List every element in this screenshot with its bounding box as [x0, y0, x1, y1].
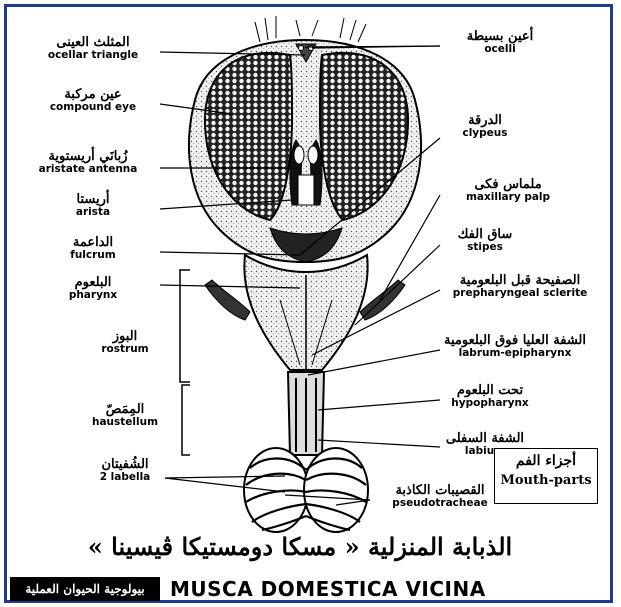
- label-fulcrum-en: fulcrum: [28, 250, 158, 261]
- label-hypopharynx-en: hypopharynx: [440, 398, 540, 409]
- book-section-tab: بيولوجية الحيوان العملية: [10, 577, 160, 601]
- label-compound-eye-en: compound eye: [28, 102, 158, 113]
- label-arista: أريستا arista: [28, 193, 158, 218]
- label-prepharyngeal-sclerite: الصفيحة قبل البلعومية prepharyngeal scle…: [440, 274, 600, 299]
- label-ocellar-triangle: المثلث العينى ocellar triangle: [28, 36, 158, 61]
- label-hypopharynx: تحت البلعوم hypopharynx: [440, 384, 540, 409]
- label-rostrum-en: rostrum: [70, 344, 180, 355]
- label-maxillary-palp: ملماس فكى maxillary palp: [448, 178, 568, 203]
- label-aristate-antenna-ar: زُبانَي أريستوية: [18, 150, 158, 164]
- label-stipes: ساق الفك stipes: [440, 228, 530, 253]
- label-labrum-epipharynx-en: labrum-epipharynx: [440, 348, 590, 359]
- caption-arabic: الذبابة المنزلية « مسكا دومستيكا ڤيسينا …: [40, 532, 560, 561]
- label-ocelli-en: ocelli: [440, 44, 560, 55]
- label-pseudotracheae-en: pseudotracheae: [380, 498, 500, 509]
- label-hypopharynx-ar: تحت البلعوم: [440, 384, 540, 398]
- caption-english: MUSCA DOMESTICA VICINA: [170, 577, 486, 601]
- label-fulcrum-ar: الداعمة: [28, 236, 158, 250]
- label-prepharyngeal-sclerite-en: prepharyngeal sclerite: [440, 288, 600, 299]
- label-clypeus-ar: الدرقة: [440, 114, 530, 128]
- label-labella-en: 2 labella: [80, 472, 170, 483]
- mouthparts-box-ar: أجزاء الفم: [495, 453, 597, 469]
- label-haustellum-ar: المِمَصّ: [70, 403, 180, 417]
- label-compound-eye: عين مركبة compound eye: [28, 88, 158, 113]
- mouthparts-box: أجزاء الفم Mouth-parts: [494, 448, 598, 504]
- label-fulcrum: الداعمة fulcrum: [28, 236, 158, 261]
- label-prepharyngeal-sclerite-ar: الصفيحة قبل البلعومية: [440, 274, 600, 288]
- labella-shape: [244, 448, 368, 532]
- label-clypeus: الدرقة clypeus: [440, 114, 530, 139]
- label-rostrum: البوز rostrum: [70, 330, 180, 355]
- label-pharynx: البلعوم pharynx: [28, 276, 158, 301]
- label-pseudotracheae-ar: القصيبات الكاذبة: [380, 484, 500, 498]
- label-compound-eye-ar: عين مركبة: [28, 88, 158, 102]
- label-labella: الشُفيتان 2 labella: [80, 458, 170, 483]
- label-haustellum: المِمَصّ haustellum: [70, 403, 180, 428]
- label-maxillary-palp-ar: ملماس فكى: [448, 178, 568, 192]
- head-bristles: [255, 16, 366, 42]
- label-clypeus-en: clypeus: [440, 128, 530, 139]
- label-labrum-epipharynx: الشفة العليا فوق البلعومية labrum-epipha…: [440, 334, 590, 359]
- label-aristate-antenna: زُبانَي أريستوية aristate antenna: [18, 150, 158, 175]
- label-labium-ar: الشفة السفلى: [440, 432, 530, 446]
- label-haustellum-en: haustellum: [70, 417, 180, 428]
- label-labella-ar: الشُفيتان: [80, 458, 170, 472]
- label-maxillary-palp-en: maxillary palp: [448, 192, 568, 203]
- label-ocelli-ar: أعين بسيطة: [440, 30, 560, 44]
- label-arista-en: arista: [28, 207, 158, 218]
- label-rostrum-ar: البوز: [70, 330, 180, 344]
- label-stipes-ar: ساق الفك: [440, 228, 530, 242]
- rostrum-haustellum-brackets: [180, 270, 190, 455]
- label-arista-ar: أريستا: [28, 193, 158, 207]
- label-ocellar-triangle-en: ocellar triangle: [28, 50, 158, 61]
- mouthparts-box-en: Mouth-parts: [495, 473, 597, 488]
- label-pharynx-ar: البلعوم: [28, 276, 158, 290]
- label-aristate-antenna-en: aristate antenna: [18, 164, 158, 175]
- label-labrum-epipharynx-ar: الشفة العليا فوق البلعومية: [440, 334, 590, 348]
- label-ocellar-triangle-ar: المثلث العينى: [28, 36, 158, 50]
- label-ocelli: أعين بسيطة ocelli: [440, 30, 560, 55]
- label-pharynx-en: pharynx: [28, 290, 158, 301]
- label-stipes-en: stipes: [440, 242, 530, 253]
- label-pseudotracheae: القصيبات الكاذبة pseudotracheae: [380, 484, 500, 509]
